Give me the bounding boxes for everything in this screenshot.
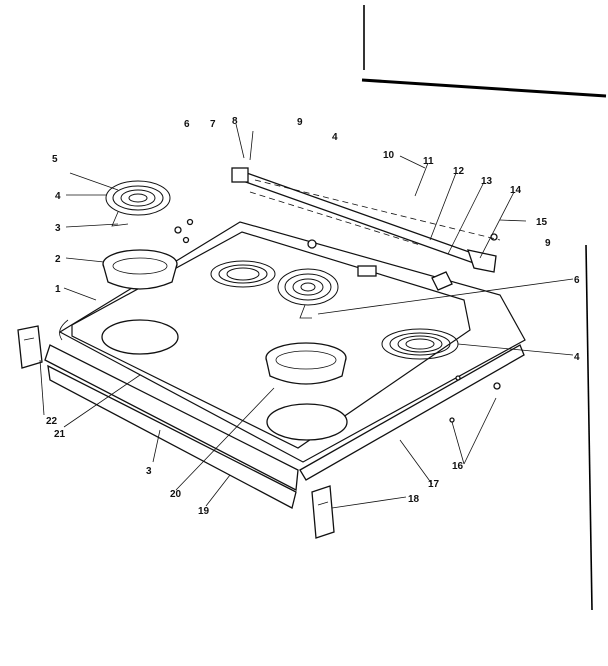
callout-labels: 5 6 7 8 9 4 10 11 12 13 14 15 9 4 3 2 1 … (46, 116, 580, 517)
callout-20: 20 (170, 489, 182, 500)
callout-4-right: 4 (574, 352, 580, 363)
callout-9-top: 9 (297, 117, 303, 128)
cooktop-panel (58, 221, 526, 463)
surface-element-right (381, 328, 459, 360)
drip-bowl-front (265, 342, 347, 385)
burner-openings (101, 319, 348, 441)
front-trim-strip (44, 344, 299, 509)
callout-12: 12 (453, 166, 465, 177)
callout-13: 13 (481, 176, 493, 187)
terminal-bar (231, 167, 501, 291)
callout-9-right: 9 (545, 238, 551, 249)
callout-11: 11 (423, 156, 434, 167)
callout-17: 17 (428, 479, 440, 490)
callout-22: 22 (46, 416, 58, 427)
callout-3-bottom: 3 (146, 466, 152, 477)
hardware-screws (174, 218, 501, 423)
callout-15: 15 (536, 217, 548, 228)
callout-2: 2 (55, 254, 61, 265)
surface-element-loose (105, 180, 171, 227)
callout-8: 8 (232, 116, 238, 127)
drip-bowl-loose (102, 249, 178, 290)
surface-element-lifted (277, 268, 339, 319)
callout-6-right: 6 (574, 275, 580, 286)
leader-lines (39, 123, 574, 509)
callout-7: 7 (210, 119, 216, 130)
surface-element-rear (210, 260, 276, 288)
callout-5-top: 5 (52, 154, 58, 165)
callout-6-top: 6 (184, 119, 190, 130)
callout-19: 19 (198, 506, 210, 517)
left-end-cap (17, 325, 43, 369)
callout-14: 14 (510, 185, 522, 196)
side-trim-strip (299, 344, 525, 481)
callout-4-left: 4 (55, 191, 61, 202)
callout-4-top: 4 (332, 132, 338, 143)
callout-16: 16 (452, 461, 464, 472)
callout-1: 1 (55, 284, 61, 295)
right-end-cap (311, 485, 335, 539)
callout-21: 21 (54, 429, 66, 440)
callout-10: 10 (383, 150, 395, 161)
callout-3-left: 3 (55, 223, 61, 234)
callout-18: 18 (408, 494, 420, 505)
scan-artifacts (361, 5, 607, 611)
